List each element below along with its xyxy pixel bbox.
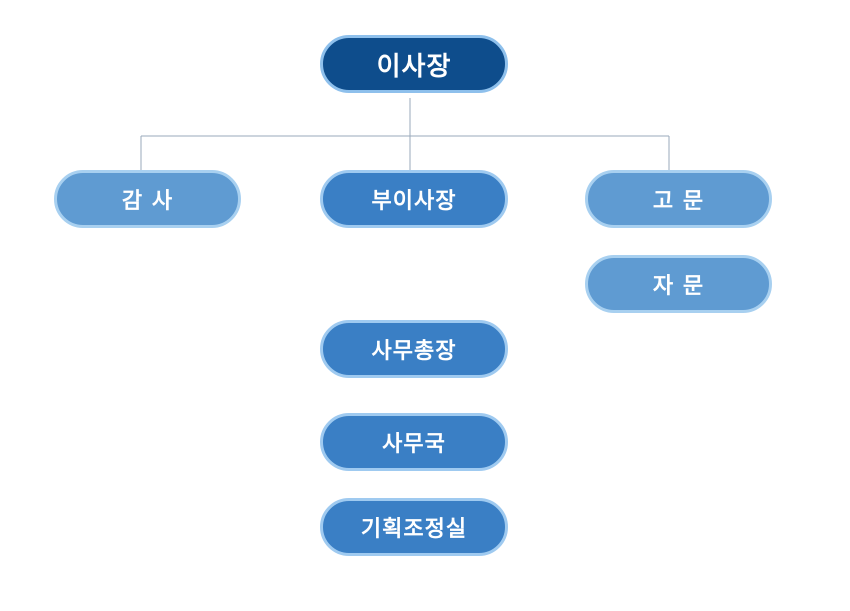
secretariat-label: 사무국 <box>382 432 446 457</box>
chairman-label: 이사장 <box>376 51 452 82</box>
advisor-label: 고 문 <box>652 189 705 214</box>
advisor-box: 고 문 <box>585 170 772 228</box>
vice-chairman-box: 부이사장 <box>320 170 508 228</box>
planning-office-label: 기획조정실 <box>360 517 468 542</box>
auditor-label: 감 사 <box>121 189 174 214</box>
consultant-box: 자 문 <box>585 255 772 313</box>
secretariat-box: 사무국 <box>320 413 508 471</box>
secretary-general-box: 사무총장 <box>320 320 508 378</box>
consultant-label: 자 문 <box>652 274 705 299</box>
vice-chairman-label: 부이사장 <box>371 189 457 214</box>
planning-office-box: 기획조정실 <box>320 498 508 556</box>
secretary-general-label: 사무총장 <box>371 339 457 364</box>
chairman-box: 이사장 <box>320 35 508 93</box>
auditor-box: 감 사 <box>54 170 241 228</box>
